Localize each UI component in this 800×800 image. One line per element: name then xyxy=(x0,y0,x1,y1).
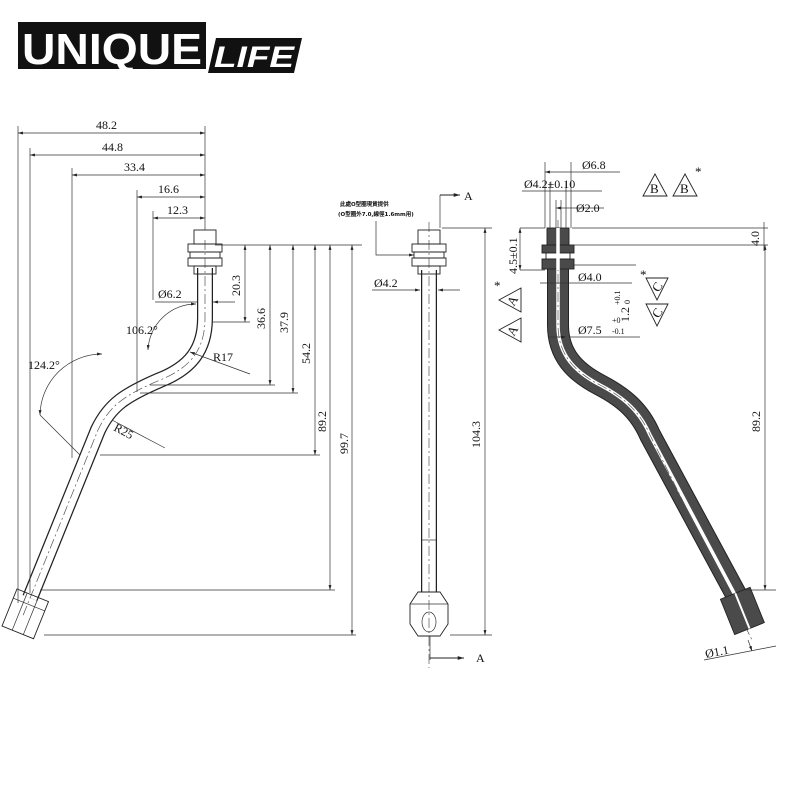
dim-37-9: 37.9 xyxy=(277,312,291,333)
datum-b-1: B xyxy=(650,181,659,196)
dim-16-6: 16.6 xyxy=(158,182,179,196)
dim-dia-2-0: Ø2.0 xyxy=(576,201,600,215)
groove-width-tol-upper: +0.1 xyxy=(613,290,622,305)
datum-a-1: A xyxy=(503,292,521,308)
dim-dia-6-8: Ø6.8 xyxy=(582,158,606,172)
datum-a-marks: A A * xyxy=(494,278,522,343)
dim-36-6: 36.6 xyxy=(254,308,268,329)
section-centerline xyxy=(557,220,753,641)
critical-mark-a: * xyxy=(494,278,501,293)
dim-12-3: 12.3 xyxy=(167,203,188,217)
datum-c-2: C xyxy=(648,305,665,320)
dim-groove-dia: Ø4.0 xyxy=(578,270,602,284)
left-diameter-label: Ø6.2 xyxy=(158,287,182,301)
right-view: Ø6.8 Ø4.2±0.10 Ø2.0 4.0 4.5±0.1 Ø4.0 1.2… xyxy=(494,158,777,661)
middle-top-fitting xyxy=(411,229,447,275)
dim-groove-position: 4.5±0.1 xyxy=(506,237,520,274)
groove-width-tol-lower: 0 xyxy=(623,300,632,304)
logo-word-unique: UNIQUE xyxy=(22,25,202,74)
datum-b-marks: B B * xyxy=(642,164,702,197)
dim-99-7: 99.7 xyxy=(337,433,351,454)
angle-124-2: 124.2° xyxy=(28,358,60,372)
middle-bottom-nut xyxy=(409,591,449,637)
dim-54-2: 54.2 xyxy=(299,343,313,364)
datum-a-2: A xyxy=(503,322,521,338)
dim-89-2: 89.2 xyxy=(315,411,329,432)
dim-44-8: 44.8 xyxy=(102,140,123,154)
section-top-fitting xyxy=(541,227,575,270)
angle-106-2: 106.2° xyxy=(126,323,158,337)
critical-mark-b: * xyxy=(695,164,702,179)
left-top-fitting xyxy=(187,229,223,275)
datum-c-1: C xyxy=(648,279,665,294)
dim-section-length: 89.2 xyxy=(749,411,763,432)
dim-tip-dia: Ø1.1 xyxy=(704,643,730,661)
dim-33-4: 33.4 xyxy=(124,160,145,174)
oring-note-line1: 此處O型圈現貨提供 xyxy=(340,200,389,208)
middle-view: A A 104.3 Ø4.2 此處O型圈現貨提供 (O型圈外7.0,線徑1.6m… xyxy=(338,189,492,668)
logo-word-life: LIFE xyxy=(214,41,295,74)
dim-20-3: 20.3 xyxy=(229,275,243,296)
oring-note-line2: (O型圈外7.0,線徑1.6mm用) xyxy=(338,210,414,218)
datum-b-2: B xyxy=(680,181,689,196)
groove-width-value: 1.2 xyxy=(618,307,632,322)
dim-dia-4-2-tol: Ø4.2±0.10 xyxy=(524,177,575,191)
tube-dia-tol-lower: -0.1 xyxy=(612,327,625,336)
section-tube-fill xyxy=(548,240,747,603)
radius-r17: R17 xyxy=(213,350,233,364)
radius-r25: R25 xyxy=(112,420,136,442)
dim-48-2: 48.2 xyxy=(96,118,117,132)
dim-tube-dia: Ø7.5 xyxy=(578,323,602,337)
dim-groove-width: 1.2 +0.1 0 xyxy=(613,290,632,322)
datum-c-marks: C C * xyxy=(640,267,669,328)
tube-dia-tol-upper: +0 xyxy=(612,316,621,325)
middle-diameter-label: Ø4.2 xyxy=(374,276,398,290)
brand-logo: UNIQUE LIFE xyxy=(18,22,302,74)
dim-top-height: 4.0 xyxy=(748,231,762,246)
section-bottom-nut xyxy=(719,586,765,636)
left-bottom-nut xyxy=(1,588,50,640)
critical-mark-c: * xyxy=(640,267,647,282)
left-tube-centerline xyxy=(21,240,206,619)
middle-length-label: 104.3 xyxy=(469,421,483,448)
section-mark-top: A xyxy=(464,189,473,203)
left-view: 48.2 44.8 33.4 16.6 12.3 20.3 36.6 37.9 … xyxy=(1,118,362,640)
section-mark-bottom: A xyxy=(476,651,485,665)
